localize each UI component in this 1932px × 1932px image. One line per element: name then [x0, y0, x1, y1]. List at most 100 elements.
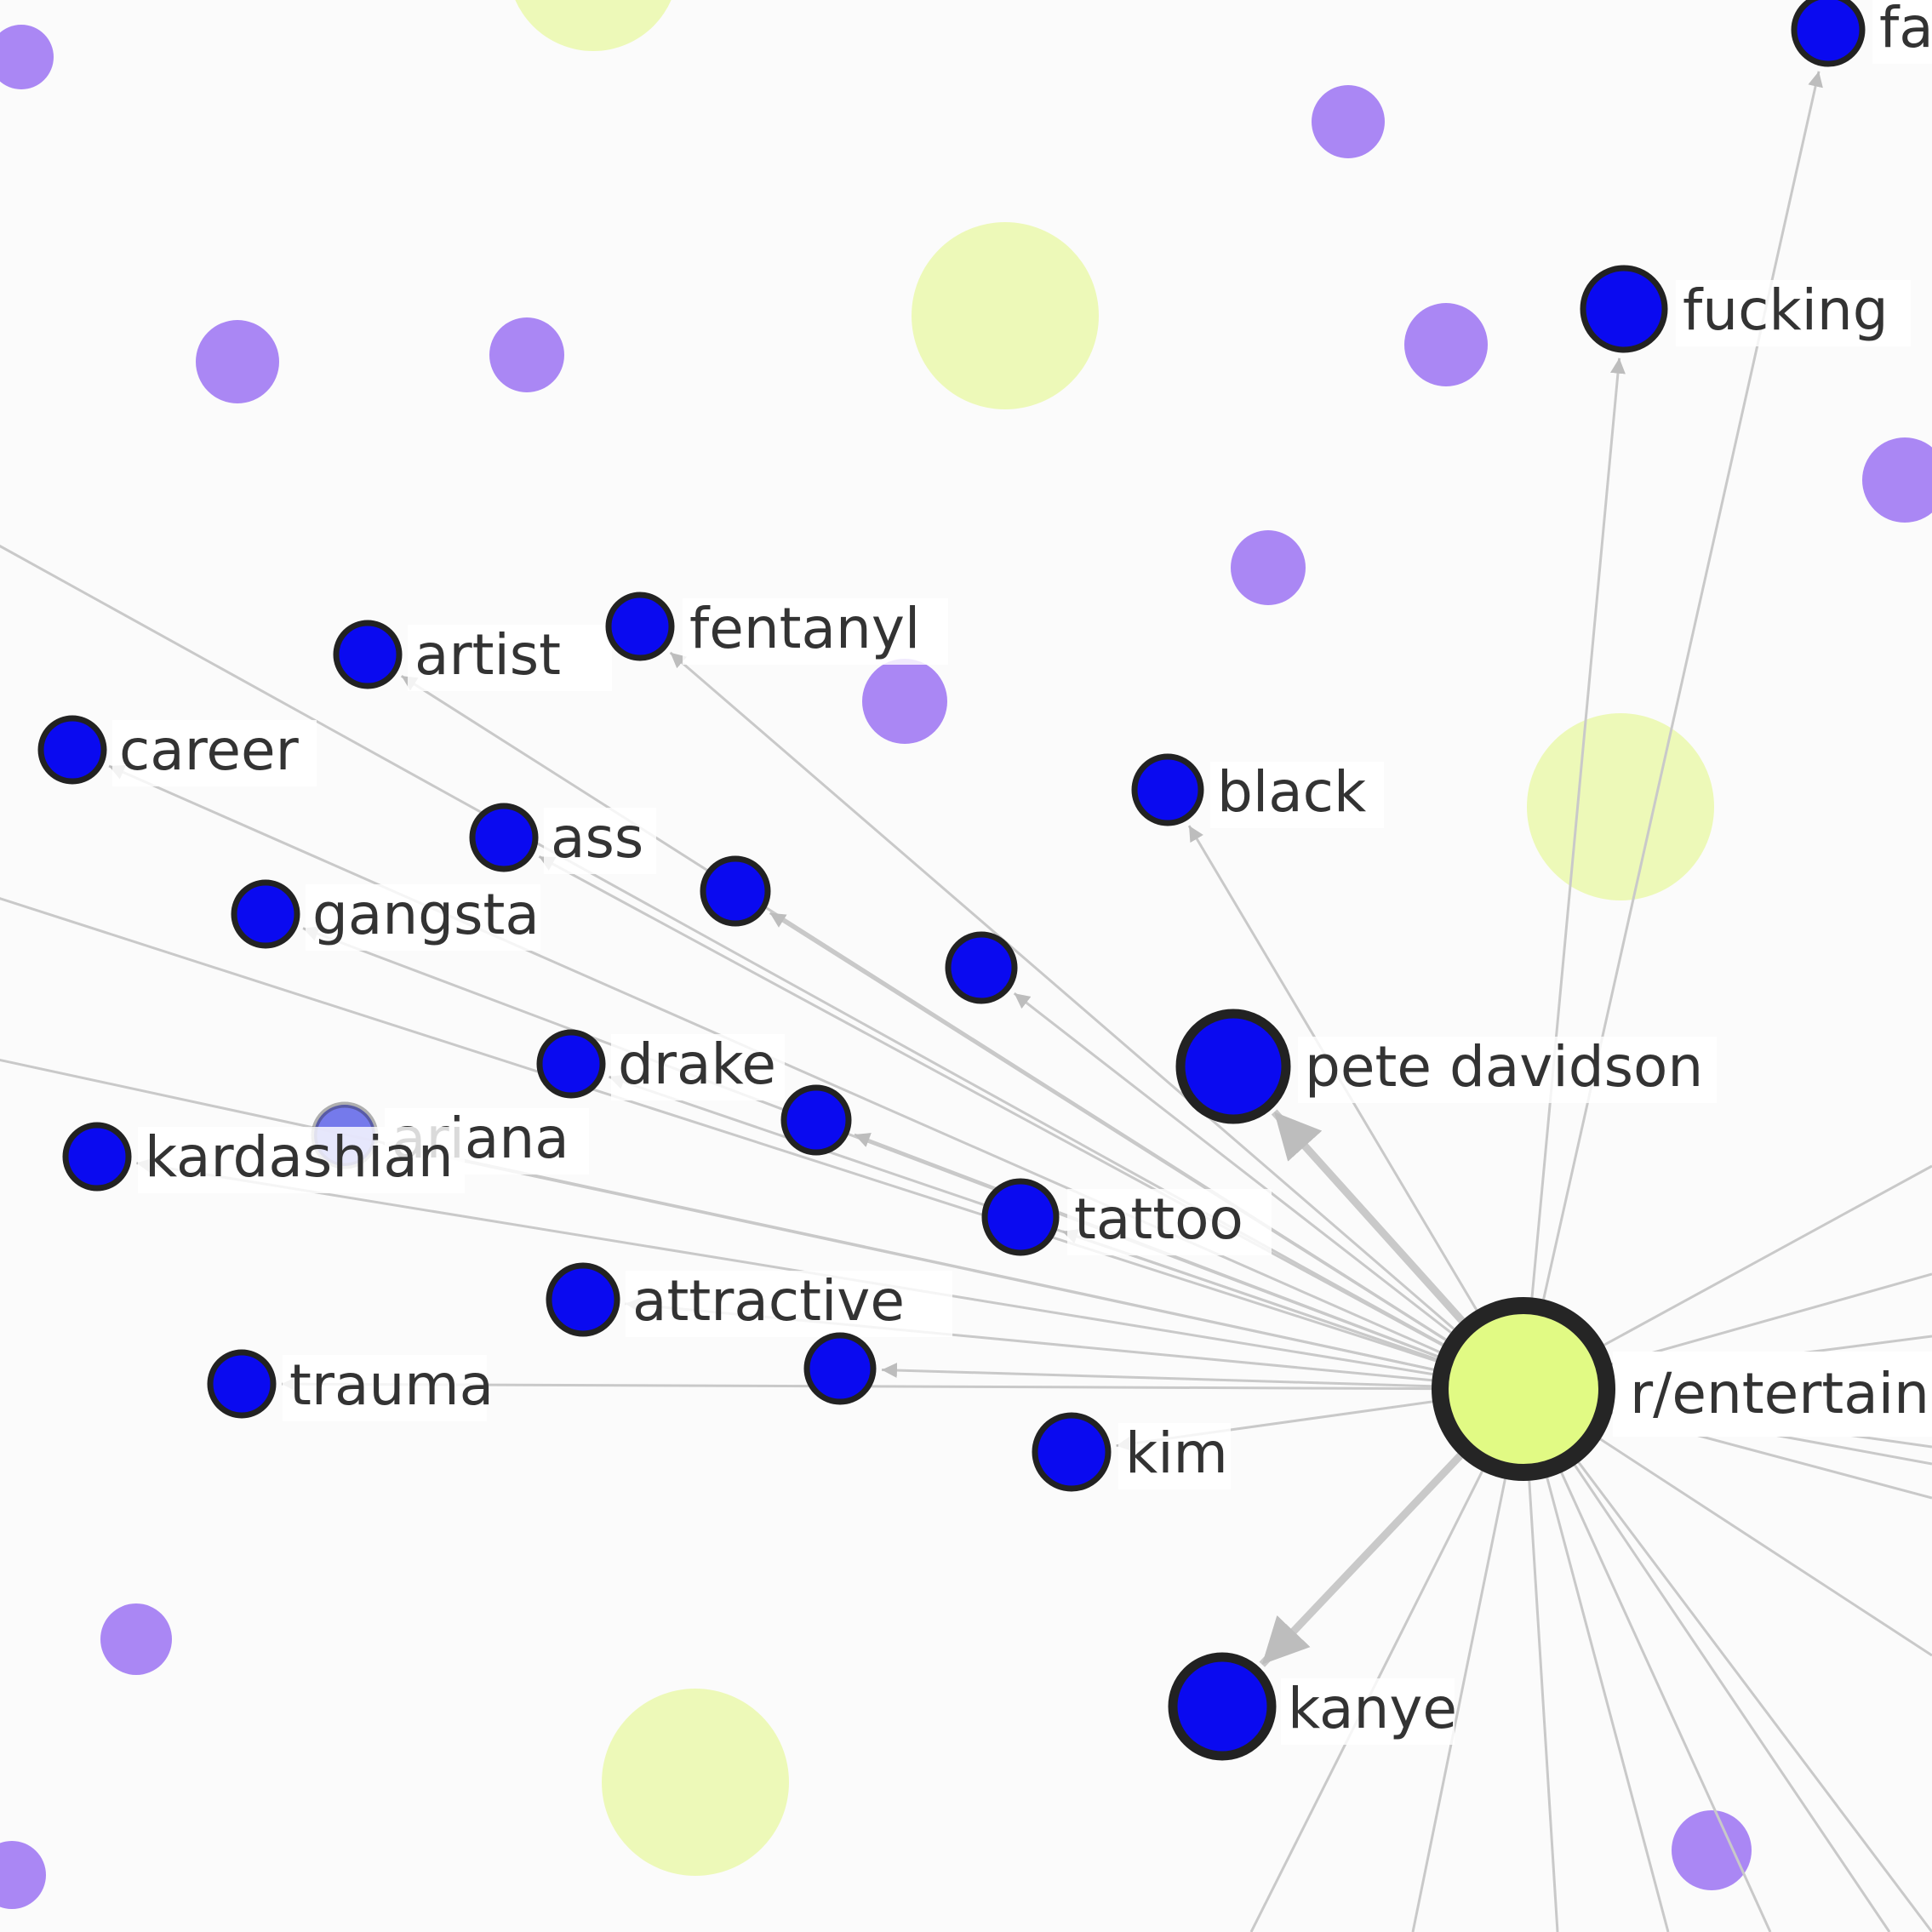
node-label-background — [138, 1127, 465, 1193]
user-node[interactable] — [0, 1841, 46, 1909]
node-label-background — [1210, 762, 1384, 828]
term-node-circle[interactable] — [469, 803, 539, 872]
user-node[interactable] — [0, 25, 54, 89]
node-label-background — [626, 1271, 952, 1337]
user-node[interactable] — [1404, 303, 1488, 386]
term-node-career[interactable]: career — [37, 715, 317, 786]
node-label-background — [112, 720, 317, 786]
term-node-circle[interactable] — [945, 931, 1018, 1004]
node-label-fa: fa — [1879, 0, 1932, 60]
edge-to-ass — [538, 855, 1443, 1346]
node-label-background — [1676, 280, 1911, 346]
node-label-background — [1067, 1189, 1272, 1255]
term-node-circle[interactable] — [981, 1178, 1060, 1256]
node-label-background — [1872, 0, 1932, 64]
term-node-circle[interactable] — [333, 620, 403, 689]
subreddit-node-faint[interactable] — [1527, 713, 1714, 900]
node-label-background — [408, 625, 612, 691]
term-node-pete-davidson[interactable]: pete davidson — [1175, 1009, 1717, 1124]
term-node-unlabeled-2[interactable] — [945, 931, 1018, 1004]
node-label-background — [306, 884, 540, 951]
term-node-circle[interactable] — [605, 592, 675, 661]
node-label-background — [611, 1034, 785, 1100]
node-label-fentanyl: fentanyl — [689, 596, 920, 661]
term-node-artist[interactable]: artist — [333, 620, 612, 691]
user-node[interactable] — [100, 1603, 172, 1675]
term-node-gangsta[interactable]: gangsta — [231, 879, 540, 951]
term-node-kanye[interactable]: kanye — [1168, 1652, 1457, 1761]
edge-to-kanye — [1259, 1453, 1463, 1667]
subreddit-node-center[interactable]: r/entertainm — [1432, 1297, 1932, 1481]
term-node-fentanyl[interactable]: fentanyl — [605, 592, 948, 665]
term-node-ass[interactable]: ass — [469, 803, 656, 874]
term-node-circle[interactable] — [207, 1349, 277, 1419]
node-label-kardashian: kardashian — [145, 1124, 454, 1190]
user-node[interactable] — [196, 320, 279, 403]
term-node-attractive[interactable]: attractive — [546, 1262, 952, 1337]
term-node-drake[interactable]: drake — [536, 1029, 785, 1100]
node-label-drake: drake — [618, 1032, 776, 1097]
node-label-fucking: fucking — [1683, 277, 1889, 343]
node-label-background — [1118, 1423, 1231, 1489]
user-node[interactable] — [489, 317, 564, 392]
term-node-circle[interactable] — [1168, 1652, 1277, 1761]
term-node-circle[interactable] — [803, 1332, 877, 1405]
term-node-unlabeled-3[interactable] — [780, 1084, 852, 1156]
node-label-career: career — [119, 717, 300, 783]
term-node-fucking[interactable]: fucking — [1580, 265, 1911, 353]
subreddit-node-circle[interactable] — [1432, 1297, 1615, 1481]
edge-to-pete-davidson — [1271, 1109, 1466, 1323]
node-label-background — [1281, 1678, 1455, 1745]
subreddit-node-faint[interactable] — [912, 222, 1099, 409]
node-label-pete-davidson: pete davidson — [1305, 1034, 1703, 1100]
node-label-background — [283, 1355, 487, 1421]
term-node-circle[interactable] — [780, 1084, 852, 1156]
edge-to-fentanyl — [669, 651, 1455, 1330]
edge — [1522, 1388, 1932, 1932]
node-label-kim: kim — [1125, 1420, 1228, 1486]
user-node[interactable] — [1672, 1810, 1752, 1890]
node-label-background — [1298, 1037, 1717, 1103]
term-node-circle[interactable] — [1131, 753, 1204, 826]
term-node-tattoo[interactable]: tattoo — [981, 1178, 1272, 1256]
user-node[interactable] — [862, 659, 947, 744]
term-node-circle[interactable] — [700, 855, 771, 927]
term-node-unlabeled-4[interactable] — [803, 1332, 877, 1405]
edge — [1411, 1388, 1525, 1932]
term-node-fa[interactable]: fa — [1791, 0, 1932, 67]
edge — [1522, 1388, 1670, 1932]
edge — [0, 897, 1524, 1391]
term-node-trauma[interactable]: trauma — [207, 1349, 494, 1421]
term-node-circle[interactable] — [546, 1262, 620, 1337]
node-label-tattoo: tattoo — [1074, 1186, 1243, 1252]
term-node-kim[interactable]: kim — [1032, 1412, 1231, 1492]
user-node[interactable] — [1312, 85, 1385, 158]
term-node-kardashian[interactable]: kardashian — [62, 1122, 465, 1193]
user-node[interactable] — [1231, 530, 1306, 605]
term-node-circle[interactable] — [1175, 1009, 1291, 1124]
term-node-black[interactable]: black — [1131, 753, 1384, 828]
edge-to-fucking — [1530, 357, 1626, 1298]
edge-to-unlabeled-4 — [881, 1363, 1432, 1388]
subreddit-node-faint[interactable] — [508, 0, 678, 51]
term-node-circle[interactable] — [231, 879, 300, 949]
node-label-ass: ass — [551, 805, 643, 871]
term-node-circle[interactable] — [1580, 265, 1668, 353]
term-node-unlabeled-1[interactable] — [700, 855, 771, 927]
center-node-label: r/entertainm — [1630, 1361, 1932, 1426]
node-label-artist: artist — [414, 622, 561, 688]
term-node-circle[interactable] — [37, 715, 107, 785]
edge-to-unlabeled-1 — [769, 912, 1447, 1341]
edge-to-fa — [1542, 71, 1823, 1300]
node-label-kanye: kanye — [1288, 1676, 1457, 1741]
term-node-circle[interactable] — [1032, 1412, 1112, 1492]
term-node-circle[interactable] — [536, 1029, 606, 1099]
edge — [1522, 1388, 1891, 1932]
term-node-circle[interactable] — [62, 1122, 132, 1192]
node-label-background — [544, 808, 656, 874]
subreddit-node-faint[interactable] — [602, 1689, 789, 1876]
user-node[interactable] — [1862, 437, 1932, 523]
term-node-circle[interactable] — [1791, 0, 1866, 67]
